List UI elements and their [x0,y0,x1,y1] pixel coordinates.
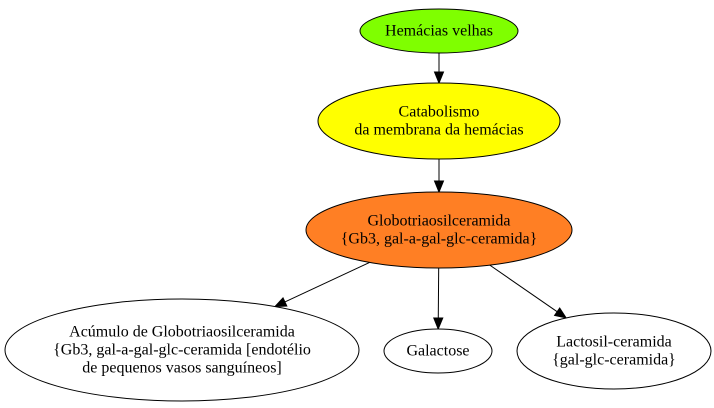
node-acumulo: Acúmulo de Globotriaosilceramida{Gb3, ga… [4,298,360,402]
node-lactosil-shape [516,312,712,390]
node-acumulo-label-0: Acúmulo de Globotriaosilceramida [69,324,295,341]
edge-line [284,261,370,303]
edge-line [489,264,558,313]
node-lactosil-label-0: Lactosil-ceramida [556,334,672,351]
node-hemacias-shape [359,8,519,54]
node-hemacias-label-0: Hemácias velhas [385,23,493,40]
arrowhead-icon [273,296,288,308]
edge-catabolismo-to-gb3 [433,159,445,194]
node-galactose-label-0: Galactose [406,343,469,360]
node-galactose: Galactose [383,328,493,374]
edges-layer [273,53,568,331]
node-gb3-shape [305,191,573,269]
edge-gb3-to-acumulo [273,261,370,308]
arrowhead-icon [553,307,568,319]
node-acumulo-label-2: de pequenos vasos sanguíneos] [82,360,282,377]
arrowhead-icon [433,317,444,331]
node-catabolismo-shape [317,82,561,160]
arrowhead-icon [433,180,445,194]
node-catabolismo-label-1: da membrana da hemácias [354,122,523,139]
node-hemacias: Hemácias velhas [359,8,519,54]
edge-gb3-to-galactose [433,267,444,331]
node-gb3-label-1: {Gb3, gal-a-gal-glc-ceramida} [341,231,538,248]
node-gb3: Globotriaosilceramida{Gb3, gal-a-gal-glc… [305,191,573,269]
node-acumulo-label-1: {Gb3, gal-a-gal-glc-ceramida [endotélio [53,342,311,359]
node-gb3-label-0: Globotriaosilceramida [367,213,510,230]
arrowhead-icon [433,71,445,85]
edge-hemacias-to-catabolismo [433,53,445,85]
node-galactose-shape [383,328,493,374]
edge-gb3-to-lactosil [489,264,568,319]
node-acumulo-shape [4,298,360,402]
node-lactosil: Lactosil-ceramida{gal-glc-ceramida} [516,312,712,390]
node-catabolismo-label-0: Catabolismo [399,104,480,121]
node-lactosil-label-1: {gal-glc-ceramida} [552,352,676,369]
